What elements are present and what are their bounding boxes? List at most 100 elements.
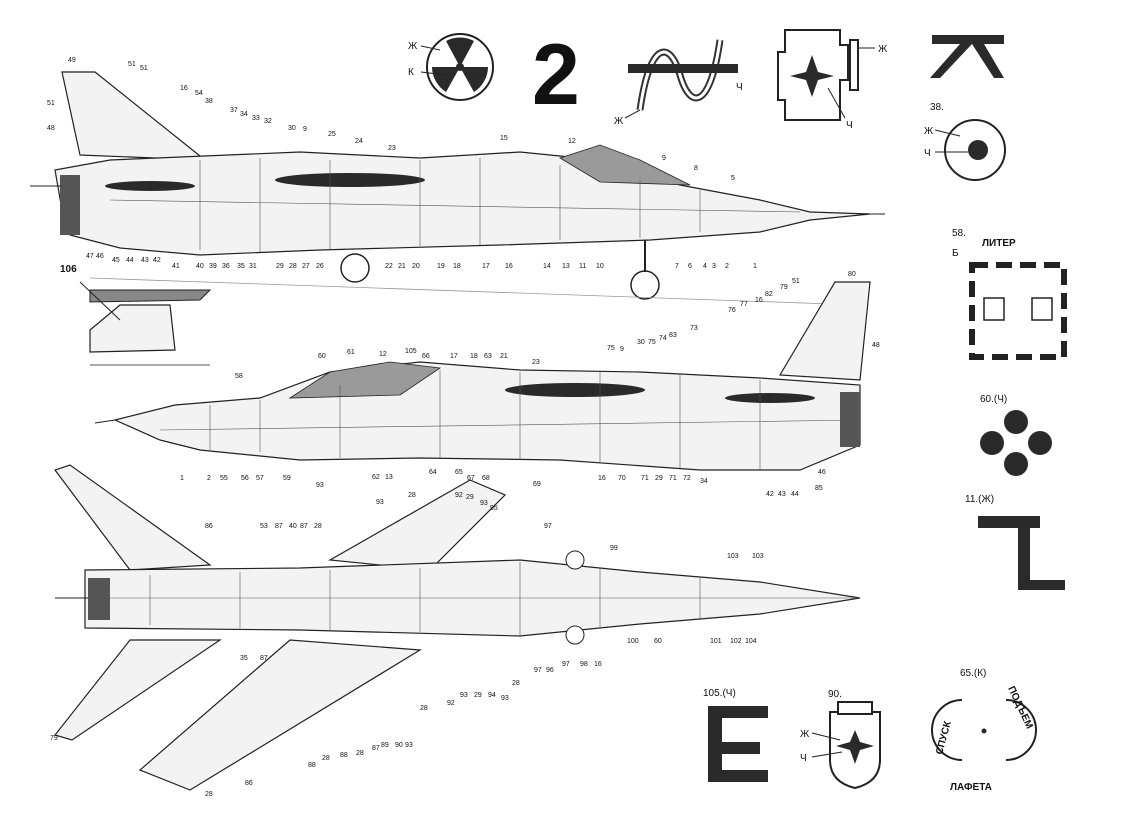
callout-number: 105 — [405, 348, 417, 355]
callout-number: 23 — [532, 359, 540, 366]
callout-number: 17 — [450, 353, 458, 360]
svg-text:ЛАФЕТА: ЛАФЕТА — [950, 782, 992, 793]
svg-text:Б: Б — [952, 248, 959, 259]
callout-number: 87 — [300, 523, 308, 530]
callout-number: 12 — [568, 138, 576, 145]
callout-number: 87 — [372, 745, 380, 752]
callout-number: 46 — [818, 469, 826, 476]
callout-number: 28 — [356, 750, 364, 757]
radiation-mark-k: К — [408, 67, 414, 78]
callout-number: 1 — [180, 475, 184, 482]
callout-number: 27 — [302, 263, 310, 270]
callout-number: 11 — [579, 263, 586, 270]
callout-number: 40 — [289, 523, 297, 530]
svg-text:65.(К): 65.(К) — [960, 668, 986, 679]
callout-number: 93 — [460, 692, 468, 699]
callout-number: 86 — [245, 780, 253, 787]
callout-number: 28 — [420, 705, 428, 712]
symbol-65: 65.(К) СПУСК ПОДЪЕМ ЛАФЕТА — [931, 668, 1037, 793]
glyph-2: 2 — [532, 27, 580, 123]
callout-number: 5 — [731, 175, 735, 182]
callout-number: 29 — [276, 263, 284, 270]
callout-number: 41 — [172, 263, 180, 270]
callout-number: 34 — [240, 111, 248, 118]
svg-text:90.: 90. — [828, 689, 842, 700]
callout-number: 45 — [112, 257, 120, 264]
svg-text:Ж: Ж — [924, 126, 934, 137]
callout-number: 44 — [126, 257, 134, 264]
callout-number: 94 — [488, 692, 496, 699]
callout-number: 28 — [408, 492, 416, 499]
plate-star-symbol: Ж Ч — [777, 29, 888, 131]
callout-number: 32 — [264, 118, 272, 125]
callout-number: 31 — [249, 263, 257, 270]
svg-text:60.(Ч): 60.(Ч) — [980, 394, 1007, 405]
callout-number: 33 — [252, 115, 260, 122]
callout-number: 88 — [340, 752, 348, 759]
svg-text:Ч: Ч — [800, 753, 807, 764]
callout-number: 51 — [140, 65, 148, 72]
callout-number: 98 — [580, 661, 588, 668]
callout-number: 68 — [482, 475, 490, 482]
callout-number: 53 — [260, 523, 268, 530]
callout-number: 29 — [655, 475, 663, 482]
callout-number: 79 — [50, 735, 58, 742]
callout-number: 80 — [848, 271, 856, 278]
symbol-105: 105.(Ч) — [703, 688, 768, 782]
symbol-60: 60.(Ч) — [980, 394, 1052, 476]
callout-number: 60 — [654, 638, 662, 645]
callout-number: 13 — [562, 263, 570, 270]
callout-number: 43 — [141, 257, 149, 264]
symbol-58: 58. Б ЛИТЕР — [952, 228, 1067, 360]
callout-number: 28 — [205, 791, 213, 798]
callout-number: 39 — [209, 263, 217, 270]
callout-number: 21 — [500, 353, 508, 360]
callout-number: 16 — [755, 297, 763, 304]
symbol-11: 11.(Ж) — [965, 494, 1065, 590]
sine-mark-ch: Ч — [736, 82, 743, 93]
svg-text:11.(Ж): 11.(Ж) — [965, 494, 994, 505]
callout-number: 29 — [466, 494, 474, 501]
callout-number: 10 — [596, 263, 604, 270]
callout-number: 43 — [778, 491, 786, 498]
svg-text:105.(Ч): 105.(Ч) — [703, 688, 736, 699]
callout-number: 55 — [220, 475, 228, 482]
symbol-90: 90. Ж Ч — [800, 689, 881, 790]
callout-number: 71 — [641, 475, 649, 482]
symbol-38: 38. Ж Ч — [924, 102, 1006, 181]
callout-number: 2 — [725, 263, 729, 270]
callout-number: 34 — [700, 478, 708, 485]
callout-number: 75 — [607, 345, 615, 352]
callout-number: 66 — [422, 353, 430, 360]
callout-number: 97 — [534, 667, 542, 674]
callout-number: 93 — [376, 499, 384, 506]
callout-number: 40 — [196, 263, 204, 270]
callout-number: 75 — [648, 339, 656, 346]
callout-number: 28 — [512, 680, 520, 687]
callout-number: 54 — [195, 90, 203, 97]
callout-number: 1 — [753, 263, 757, 270]
side-view-left — [30, 71, 885, 306]
callout-number: 12 — [379, 351, 387, 358]
radiation-mark-zh: Ж — [408, 41, 418, 52]
callout-number: 18 — [453, 263, 461, 270]
callout-number: 9 — [662, 155, 666, 162]
plate-mark-ch: Ч — [846, 120, 853, 131]
callout-number: 35 — [237, 263, 245, 270]
callout-number: 86 — [205, 523, 213, 530]
top-view — [53, 464, 861, 791]
callout-number: 8 — [694, 165, 698, 172]
sine-mark-zh: Ж — [614, 116, 624, 127]
callout-number: 9 — [303, 126, 307, 133]
callout-number: 29 — [474, 692, 482, 699]
svg-text:ЛИТЕР: ЛИТЕР — [982, 238, 1016, 249]
radiation-symbol: Ж К — [408, 33, 494, 101]
callout-number: 51 — [128, 61, 136, 68]
svg-text:38.: 38. — [930, 102, 944, 113]
callout-number: 38 — [205, 98, 213, 105]
callout-number: 76 — [728, 307, 736, 314]
callout-number: 25 — [328, 131, 336, 138]
callout-number: 26 — [316, 263, 324, 270]
